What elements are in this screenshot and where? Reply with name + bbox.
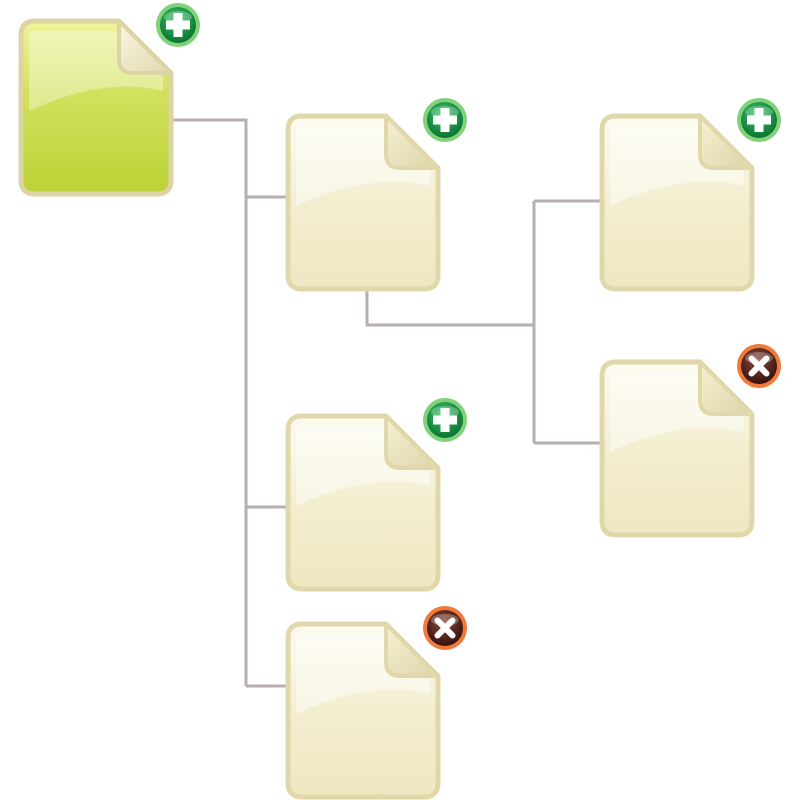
add-plus-icon[interactable] — [421, 96, 469, 144]
tree-connectors — [172, 118, 602, 688]
remove-x-icon[interactable] — [421, 604, 469, 652]
plus-glyph — [433, 108, 457, 132]
connector-root-trunk — [172, 118, 248, 686]
x-glyph — [434, 617, 456, 639]
root-document[interactable] — [18, 18, 174, 197]
badge-gloss — [745, 106, 773, 118]
add-plus-icon[interactable] — [154, 1, 202, 49]
connector-child-1-branch — [365, 290, 534, 327]
add-plus-icon[interactable] — [735, 96, 783, 144]
plus-glyph — [747, 108, 771, 132]
child-document-3[interactable] — [285, 621, 441, 800]
plus-glyph — [433, 408, 457, 432]
badge-gloss — [431, 106, 459, 118]
badge-gloss — [745, 352, 773, 364]
folded-corner — [384, 114, 440, 170]
child-document-1[interactable] — [285, 113, 441, 292]
x-glyph — [748, 355, 770, 377]
child-document-2[interactable] — [285, 413, 441, 592]
grandchild-document-1[interactable] — [599, 113, 755, 292]
badge-gloss — [164, 11, 192, 23]
add-plus-icon[interactable] — [421, 396, 469, 444]
folded-corner — [698, 360, 754, 416]
grandchild-document-2[interactable] — [599, 359, 755, 538]
badge-gloss — [431, 406, 459, 418]
badge-gloss — [431, 614, 459, 626]
plus-glyph — [166, 13, 190, 37]
folded-corner — [384, 414, 440, 470]
folded-corner — [384, 622, 440, 678]
remove-x-icon[interactable] — [735, 342, 783, 390]
folded-corner — [117, 19, 173, 75]
folded-corner — [698, 114, 754, 170]
